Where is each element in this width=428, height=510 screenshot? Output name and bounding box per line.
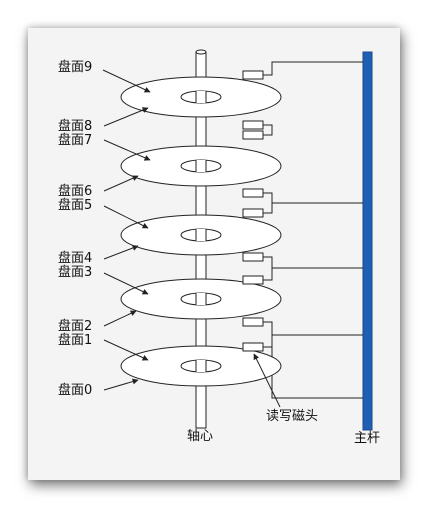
arm-bar xyxy=(362,51,373,431)
head-platter-1 xyxy=(242,342,264,352)
platter-0-disk xyxy=(120,345,282,387)
platter-label-3: 盘面3 xyxy=(58,265,93,280)
platter-label-4: 盘面4 xyxy=(58,251,93,266)
head-platter-6 xyxy=(242,188,264,198)
platter-1-2-disk xyxy=(120,278,282,320)
head-platter-3 xyxy=(242,275,264,285)
platter-label-8: 盘面8 xyxy=(58,119,93,134)
platter-label-9: 盘面9 xyxy=(58,60,93,75)
spindle-label: 轴心 xyxy=(187,429,214,444)
platter-label-7: 盘面7 xyxy=(58,133,93,148)
pointer-platter-3 xyxy=(103,272,149,295)
platter-5-6-disk xyxy=(120,145,282,187)
arm-connector-platters-1-2 xyxy=(263,321,273,348)
head-platter-9 xyxy=(242,70,264,80)
platter-label-5: 盘面5 xyxy=(58,198,93,213)
head-platter-8 xyxy=(242,120,264,130)
pointer-platter-5 xyxy=(103,205,149,229)
arm-connector-platter-0 xyxy=(271,347,363,399)
platter-label-6: 盘面6 xyxy=(58,184,93,199)
platter-label-2: 盘面2 xyxy=(58,319,93,334)
arm-connector-platter-9 xyxy=(263,61,363,76)
arm-connector-platters-3-4 xyxy=(263,256,273,281)
pointer-platter-9 xyxy=(102,69,151,93)
pointer-platter-8 xyxy=(103,107,149,127)
head-platter-5 xyxy=(242,208,264,218)
pointer-platter-0 xyxy=(103,378,139,391)
arm-connector-platters-7-8 xyxy=(263,124,273,136)
pointer-head xyxy=(253,353,281,408)
arm-label: 主杆 xyxy=(354,431,381,446)
pointer-platter-2 xyxy=(103,310,137,327)
spindle-top xyxy=(195,49,207,55)
platter-3-4-disk xyxy=(120,214,282,256)
platter-label-1: 盘面1 xyxy=(58,333,93,348)
head-label: 读写磁头 xyxy=(266,409,319,424)
pointer-platter-4 xyxy=(103,245,139,260)
arm-connector-platters-5-6 xyxy=(263,192,273,214)
pointer-platter-6 xyxy=(103,175,139,192)
head-platter-4 xyxy=(242,252,264,262)
platter-label-0: 盘面0 xyxy=(58,383,93,398)
pointer-platter-7 xyxy=(103,139,151,161)
head-platter-2 xyxy=(242,317,264,327)
pointer-platter-1 xyxy=(103,339,149,361)
head-platter-7 xyxy=(242,130,264,140)
platter-7-8-9-disk xyxy=(120,76,282,118)
